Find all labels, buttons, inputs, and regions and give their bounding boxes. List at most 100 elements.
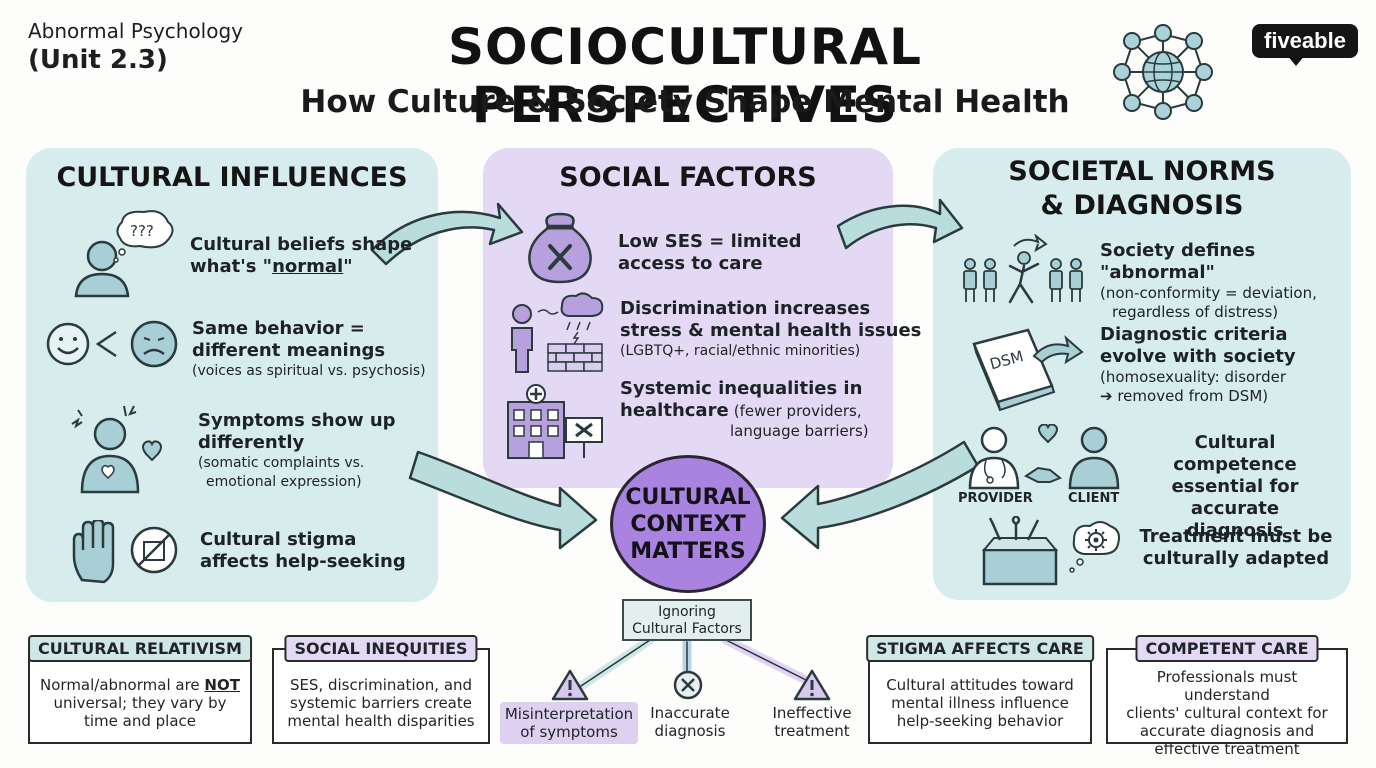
competent-line4: effective treatment	[1154, 740, 1300, 758]
page-subtitle: How Culture & Society Shape Mental Healt…	[300, 84, 1070, 120]
nonconforming-person-icon	[963, 234, 1083, 304]
right-item-4: Treatment must be culturally adapted	[1136, 526, 1336, 570]
competent-line1: Professionals must understand	[1156, 668, 1298, 704]
left-item-2-line1: Same behavior =	[192, 318, 365, 339]
page-title: SOCIOCULTURAL PERSPECTIVES	[448, 18, 922, 134]
left-item-2: Same behavior = different meanings (voic…	[192, 318, 426, 381]
left-item-2-sub: (voices as spiritual vs. psychosis)	[192, 363, 426, 379]
left-item-1: Cultural beliefs shape what's "normal"	[190, 234, 412, 278]
mid-item-3-line1: Systemic inequalities in	[620, 378, 863, 399]
consequence-3-line2: treatment	[774, 722, 850, 740]
stigma-affects-care-tag: STIGMA AFFECTS CARE	[866, 635, 1094, 662]
course-unit: (Unit 2.3)	[28, 45, 168, 75]
ignoring-cultural-factors-box: Ignoring Cultural Factors	[622, 599, 752, 641]
right-item-1-sub2: regardless of distress)	[1112, 303, 1279, 321]
arrow-mid-to-right	[836, 198, 964, 250]
x-circle-icon	[673, 670, 703, 700]
cultural-context-matters-circle: CULTURAL CONTEXT MATTERS	[610, 455, 766, 593]
societal-norms-title-line2: & DIAGNOSIS	[1040, 190, 1244, 221]
mid-item-1: Low SES = limited access to care	[618, 231, 802, 275]
cultural-relativism-body: Normal/abnormal are NOT universal; they …	[30, 650, 250, 730]
center-line1: CULTURAL	[625, 484, 751, 510]
stressed-person-icon	[71, 405, 162, 494]
provider-client-handshake-icon	[968, 424, 1120, 490]
societal-norms-title-line1: SOCIETAL NORMS	[1008, 156, 1276, 187]
left-item-4-line2: affects help-seeking	[200, 551, 406, 572]
center-line2: CONTEXT	[630, 511, 746, 537]
social-factors-title: SOCIAL FACTORS	[559, 162, 817, 193]
cultural-relativism-line1: Normal/abnormal are NOT	[38, 676, 242, 694]
cultural-relativism-box: CULTURAL RELATIVISM Normal/abnormal are …	[28, 635, 252, 744]
warning-triangle-icon	[551, 669, 589, 701]
stigma-line3: help-seeking behavior	[896, 712, 1064, 730]
consequence-misinterpretation: Misinterpretation of symptoms	[500, 702, 638, 744]
consequence-inaccurate-diagnosis: Inaccurate diagnosis	[640, 704, 740, 740]
left-item-1-pre: what's "	[190, 256, 273, 277]
competent-line2: clients' cultural context for	[1126, 704, 1328, 722]
right-item-4-line2: culturally adapted	[1142, 548, 1330, 569]
mid-item-2: Discrimination increases stress & mental…	[620, 298, 921, 361]
arrow-left-to-mid	[370, 202, 524, 266]
right-item-3: Cultural competence essential for accura…	[1130, 432, 1340, 542]
left-item-3-line1: Symptoms show up	[198, 410, 396, 431]
left-item-3-line2: differently	[198, 432, 305, 453]
left-item-1-underlined: normal	[272, 256, 344, 277]
course-name: Abnormal Psychology	[28, 19, 244, 43]
smile-frown-faces-icon	[46, 320, 178, 368]
center-line3: MATTERS	[630, 538, 746, 564]
competent-care-box: COMPETENT CARE Professionals must unders…	[1106, 635, 1348, 758]
competent-line3: accurate diagnosis and	[1139, 722, 1315, 740]
toolbox-gear-icon	[981, 516, 1120, 586]
right-item-1-sub1: (non-conformity = deviation,	[1100, 284, 1317, 302]
mid-item-3-sub2: language barriers)	[730, 422, 869, 440]
mid-item-3: Systemic inequalities in healthcare (few…	[620, 378, 869, 441]
cultural-relativism-line3: time and place	[83, 712, 196, 730]
svg-text:???: ???	[130, 222, 154, 240]
right-item-2: Diagnostic criteria evolve with society …	[1100, 324, 1296, 406]
stigma-line2: mental illness influence	[891, 694, 1069, 712]
social-inequities-line3: mental health disparities	[287, 712, 475, 730]
course-label: Abnormal Psychology (Unit 2.3)	[28, 18, 243, 76]
left-item-1-line1: Cultural beliefs shape	[190, 234, 413, 255]
mid-item-1-line2: access to care	[618, 253, 763, 274]
mid-item-2-sub: (LGBTQ+, racial/ethnic minorities)	[620, 343, 861, 359]
center-label: CULTURAL CONTEXT MATTERS	[623, 484, 753, 565]
cultural-relativism-line1-pre: Normal/abnormal are	[40, 676, 205, 694]
left-item-2-line2: different meanings	[192, 340, 386, 361]
right-item-1: Society defines "abnormal" (non-conformi…	[1100, 240, 1376, 322]
mid-item-2-line2: stress & mental health issues	[620, 320, 922, 341]
social-inequities-line1: SES, discrimination, and	[289, 676, 473, 694]
left-item-4-line1: Cultural stigma	[200, 529, 357, 550]
cultural-influences-title: CULTURAL INFLUENCES	[56, 162, 408, 193]
client-label: CLIENT	[1068, 491, 1120, 506]
social-inequities-body: SES, discrimination, and systemic barrie…	[274, 650, 488, 730]
competent-care-body: Professionals must understand clients' c…	[1108, 650, 1346, 758]
right-item-3-line1: Cultural competence	[1173, 432, 1297, 475]
right-item-2-sub1: (homosexuality: disorder	[1100, 368, 1287, 386]
consequence-1-line1: Misinterpretation	[504, 705, 634, 723]
consequence-3-line1: Ineffective	[772, 704, 852, 722]
social-inequities-tag: SOCIAL INEQUITIES	[284, 635, 478, 662]
left-item-3: Symptoms show up differently (somatic co…	[198, 410, 396, 492]
ignoring-line2: Cultural Factors	[632, 621, 742, 637]
right-item-3-line2: essential for accurate	[1171, 476, 1299, 519]
stigma-affects-care-box: STIGMA AFFECTS CARE Cultural attitudes t…	[866, 635, 1094, 744]
left-item-4: Cultural stigma affects help-seeking	[200, 529, 406, 573]
cultural-relativism-line2: universal; they vary by	[53, 694, 227, 712]
ignoring-line1: Ignoring	[658, 604, 716, 620]
social-inequities-line2: systemic barriers create	[290, 694, 472, 712]
mid-item-3-main2: healthcare	[620, 400, 729, 421]
consequence-2-line2: diagnosis	[654, 722, 726, 740]
hospital-building-sign-icon	[507, 384, 603, 459]
left-item-3-sub2: emotional expression)	[206, 474, 362, 490]
right-item-2-line2: evolve with society	[1100, 346, 1296, 367]
right-item-2-line1: Diagnostic criteria	[1100, 324, 1288, 345]
cultural-relativism-not: NOT	[204, 676, 240, 694]
left-item-1-line2: what's "normal"	[190, 256, 412, 278]
right-item-2-sub2: ➔ removed from DSM)	[1100, 387, 1269, 405]
mid-item-3-line2: healthcare (fewer providers,	[620, 400, 869, 422]
provider-label: PROVIDER	[958, 491, 1033, 506]
left-item-1-post: "	[343, 256, 353, 277]
societal-norms-title: SOCIETAL NORMS & DIAGNOSIS	[933, 155, 1351, 223]
